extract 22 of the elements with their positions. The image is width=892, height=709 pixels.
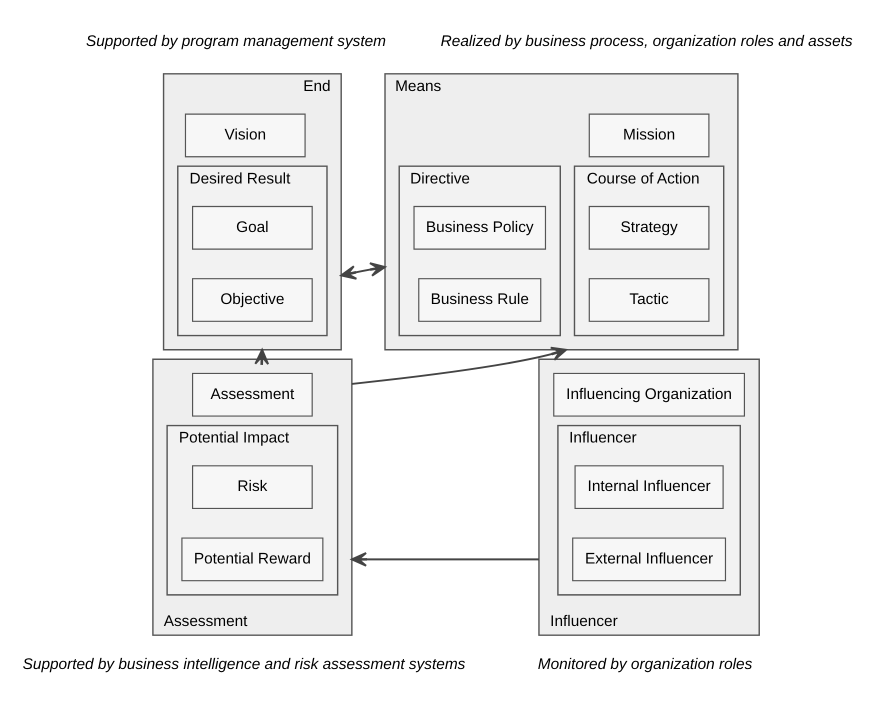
node-box: Objective: [192, 278, 313, 322]
node-box: Vision: [184, 114, 306, 158]
node-box: External Influencer: [572, 537, 726, 582]
node-box: Tactic: [588, 278, 710, 322]
node-box: Assessment: [192, 372, 313, 417]
node-box: Influencing Organization: [553, 372, 746, 417]
node-box: Strategy: [588, 206, 710, 250]
node-box: Internal Influencer: [574, 465, 724, 510]
label: Supported by program management system: [86, 32, 386, 50]
label: Realized by business process, organization roles and assets: [440, 32, 853, 50]
arrow: [352, 346, 568, 385]
arrow: [340, 262, 386, 280]
node-box: Business Rule: [418, 278, 542, 322]
node-box: Potential Reward: [181, 537, 324, 582]
node-box: Risk: [192, 465, 313, 510]
label: Supported by business intelligence and risk assessment systems: [22, 656, 466, 673]
arrow: [254, 348, 270, 366]
node-box: Business Policy: [413, 206, 546, 250]
node-box: Mission: [588, 114, 710, 158]
arrow: [350, 552, 539, 567]
label: Monitored by organization roles: [538, 656, 752, 673]
node-box: Goal: [192, 206, 313, 250]
